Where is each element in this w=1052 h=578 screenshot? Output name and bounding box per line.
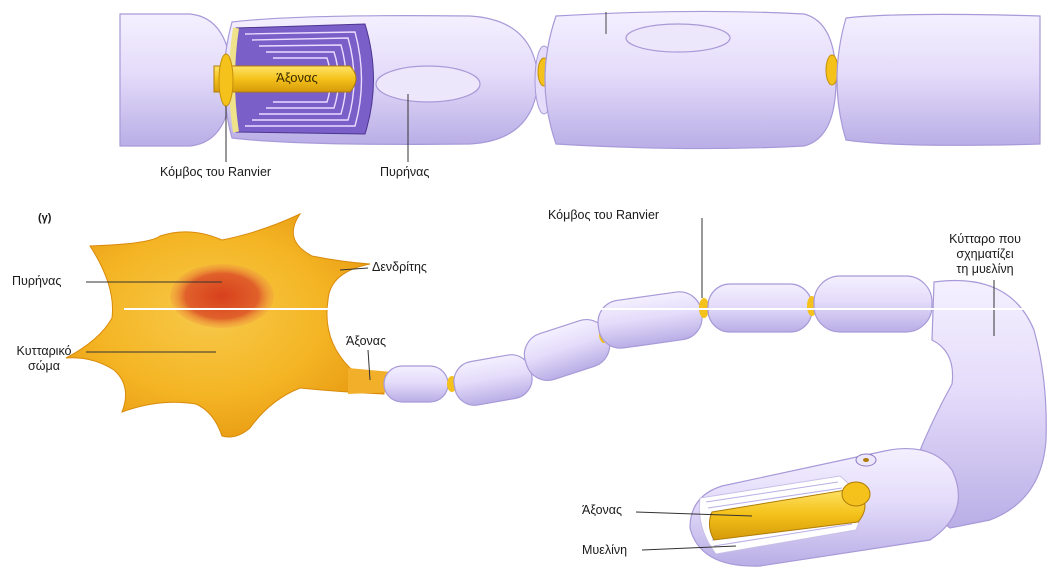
dendrite-label: Δενδρίτης <box>372 260 427 274</box>
myelin-segment-6 <box>814 276 932 332</box>
node-ranvier-label-top: Κόμβος του Ranvier <box>160 165 271 179</box>
axon-label: Άξονας <box>346 334 386 348</box>
myelin-segment-2 <box>451 352 535 409</box>
cutaway-axon-label: Άξονας <box>582 503 622 517</box>
myelinated-axon <box>384 276 1046 566</box>
panel-tag: (γ) <box>38 212 51 224</box>
myelin-segment-4 <box>595 289 705 351</box>
node-ranvier-label-bottom: Κόμβος του Ranvier <box>548 208 659 222</box>
schwann-nucleus-middle <box>626 24 730 52</box>
node-ranvier-top-1 <box>219 54 233 106</box>
cell-body-label: Κυτταρικό σώμα <box>4 344 84 374</box>
neuron-nucleus <box>170 264 274 328</box>
top-axon-segment <box>120 11 1040 162</box>
node-ranvier-top-3 <box>826 55 838 85</box>
sheath-right-partial <box>837 14 1040 145</box>
nucleus-label-top: Πυρήνας <box>380 165 429 179</box>
myelin-label: Μυελίνη <box>582 543 627 557</box>
schwann-nucleus-top <box>376 66 480 102</box>
axon-inner-label: Άξονας <box>256 70 338 85</box>
nucleus-label-bottom: Πυρήνας <box>12 274 61 288</box>
myelin-segment-1 <box>384 366 448 402</box>
schwann-cell-label: Κύτταρο που σχηματίζει τη μυελίνη <box>930 232 1040 277</box>
neuron <box>66 214 392 437</box>
